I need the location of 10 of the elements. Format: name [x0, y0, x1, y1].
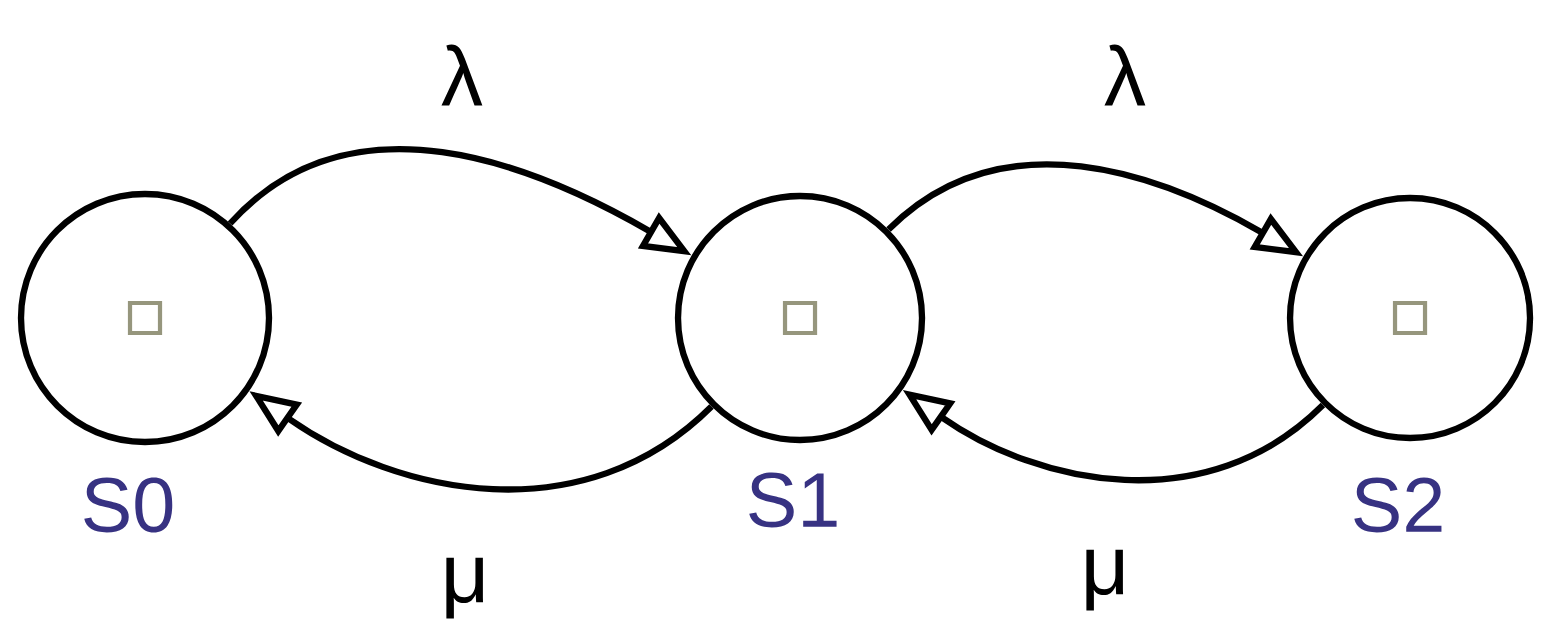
- edge-label: μ: [1077, 546, 1133, 614]
- state-label: S1: [749, 472, 837, 528]
- edge-label: μ: [437, 554, 493, 622]
- edge-label: λ: [1100, 40, 1150, 110]
- state-label: S0: [84, 477, 173, 533]
- state-label: S2: [1354, 477, 1442, 533]
- state-circle: [17, 190, 273, 446]
- state-circle: [674, 192, 926, 444]
- state-circle: [1286, 194, 1534, 442]
- edge-label: λ: [437, 40, 487, 110]
